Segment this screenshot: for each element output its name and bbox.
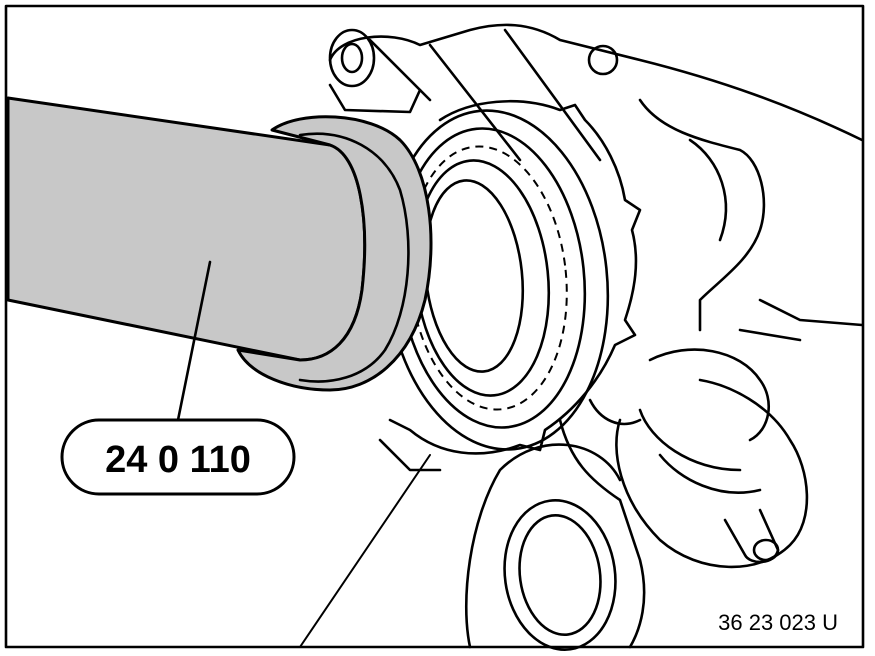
frame-border	[4, 4, 865, 649]
callout-box	[60, 418, 296, 496]
bearing-bore	[299, 100, 642, 648]
wheel-carrier-housing	[328, 23, 864, 651]
tool-callout: 24 0 110	[60, 418, 296, 496]
sensor-plug	[615, 348, 809, 569]
tool-cup	[236, 115, 433, 392]
tool-number-label: 24 0 110	[105, 439, 251, 481]
figure-id: 36 23 023 U	[718, 610, 838, 635]
callout-leader	[176, 260, 212, 422]
installation-drift-tool	[6, 96, 433, 422]
